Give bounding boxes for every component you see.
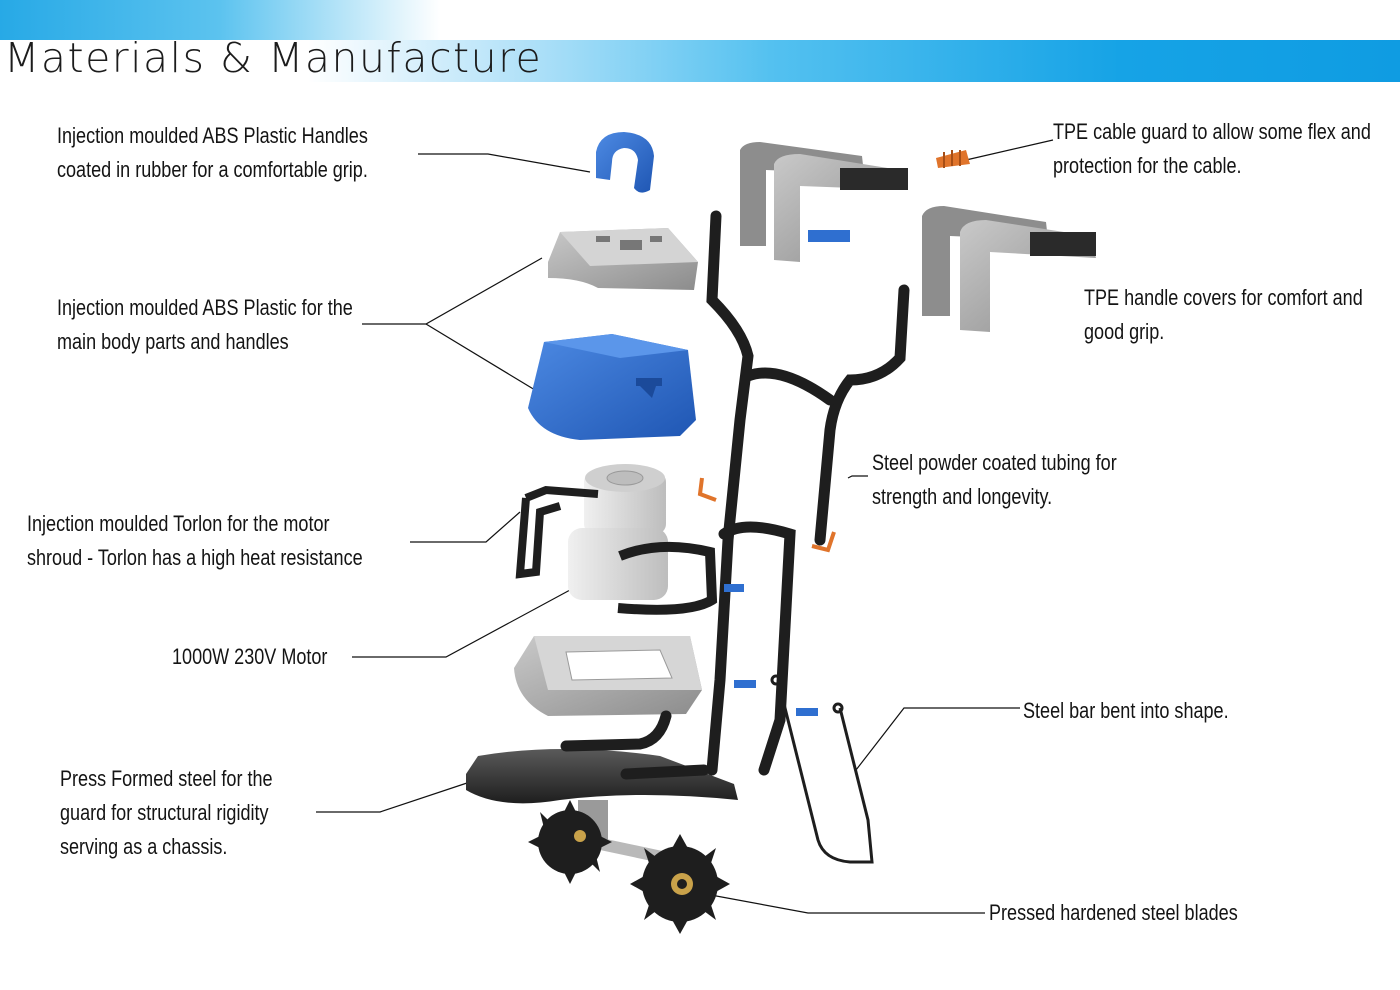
annotation-line: Injection moulded ABS Plastic Handles	[57, 123, 368, 148]
annotation-line: Press Formed steel for the	[60, 766, 273, 791]
tpe-handle-cover-part-2	[922, 206, 1096, 332]
leader-lines	[316, 139, 1054, 914]
annotation-tubing: Steel powder coated tubing for strength …	[872, 446, 1117, 514]
annotation-abs-body: Injection moulded ABS Plastic for the ma…	[57, 291, 353, 359]
annotation-line: main body parts and handles	[57, 329, 289, 354]
annotation-line: Steel bar bent into shape.	[1023, 698, 1229, 723]
annotation-abs-handles: Injection moulded ABS Plastic Handles co…	[57, 119, 368, 187]
leader-line-torlon	[410, 511, 521, 543]
annotation-line: Injection moulded Torlon for the motor	[27, 511, 330, 536]
annotation-motor: 1000W 230V Motor	[172, 640, 327, 674]
annotation-line: strength and longevity.	[872, 484, 1053, 509]
abs-top-cover-part	[548, 228, 698, 290]
leader-line-tubing	[847, 475, 868, 479]
leader-line-guard	[316, 781, 471, 813]
annotation-blades: Pressed hardened steel blades	[989, 896, 1238, 930]
annotation-line: Pressed hardened steel blades	[989, 900, 1238, 925]
annotation-line: 1000W 230V Motor	[172, 644, 328, 669]
abs-main-body-part	[528, 334, 696, 440]
annotation-handle-covers: TPE handle covers for comfort and good g…	[1084, 281, 1363, 349]
tpe-cable-guard-part	[936, 150, 970, 168]
leader-line-blades	[699, 892, 985, 914]
header-accent-bar	[0, 0, 440, 40]
tpe-handle-cover-part-1	[740, 142, 908, 262]
annotation-line: Steel powder coated tubing for	[872, 450, 1117, 475]
torlon-motor-shroud-part	[515, 464, 718, 615]
steel-blade-part-front	[630, 834, 730, 934]
annotation-line: serving as a chassis.	[60, 834, 228, 859]
annotation-line: protection for the cable.	[1053, 153, 1242, 178]
header-banner	[0, 40, 1400, 82]
motor-base-tray-part	[514, 636, 702, 716]
leader-line-steel-bar	[855, 707, 1020, 771]
steel-tubing-frame-part	[560, 210, 910, 780]
annotation-line: good grip.	[1084, 319, 1165, 344]
annotation-cable-guard: TPE cable guard to allow some flex and p…	[1053, 115, 1371, 183]
leader-line-motor	[352, 589, 571, 658]
leader-line-abs-body-2	[425, 323, 536, 391]
abs-handle-grip-part	[596, 132, 654, 193]
orange-clip-parts	[697, 477, 836, 553]
annotation-line: coated in rubber for a comfortable grip.	[57, 157, 368, 182]
annotation-line: Injection moulded ABS Plastic for the	[57, 295, 353, 320]
leader-line-cable-guard	[965, 139, 1054, 161]
annotation-line: TPE cable guard to allow some flex and	[1053, 119, 1371, 144]
page-title: Materials & Manufacture	[4, 34, 543, 82]
steel-blade-part-rear	[528, 800, 612, 884]
blue-connector-parts	[724, 584, 818, 716]
steel-bar-part	[770, 674, 874, 864]
annotation-line: TPE handle covers for comfort and	[1084, 285, 1363, 310]
leader-line-abs-body	[362, 257, 543, 325]
annotation-line: guard for structural rigidity	[60, 800, 269, 825]
leader-line-abs-handles	[418, 153, 591, 173]
annotation-torlon: Injection moulded Torlon for the motor s…	[27, 507, 363, 575]
annotation-guard: Press Formed steel for the guard for str…	[60, 762, 273, 864]
annotation-line: shroud - Torlon has a high heat resistan…	[27, 545, 363, 570]
annotation-steel-bar: Steel bar bent into shape.	[1023, 694, 1229, 728]
